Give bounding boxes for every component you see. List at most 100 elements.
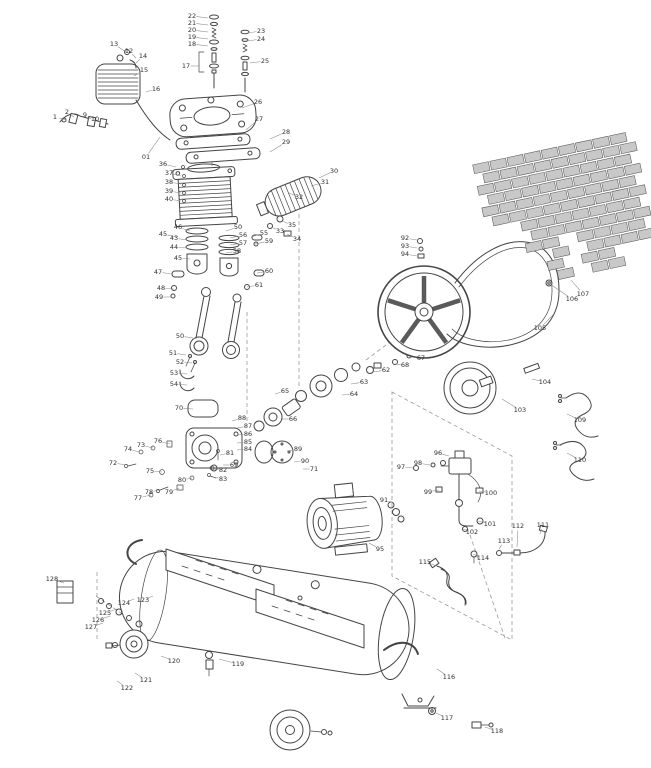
part-number-label: 12	[125, 47, 133, 55]
leader-line	[219, 453, 226, 456]
part-number-label: 51	[169, 349, 177, 357]
leader-line	[442, 453, 450, 457]
guard-grille-brick	[602, 144, 621, 158]
leader-line	[542, 314, 554, 326]
tank-handle-right	[383, 641, 419, 655]
leader-line	[196, 23, 209, 26]
part-number-label: 104	[539, 378, 551, 386]
guard-grille-brick	[560, 198, 579, 212]
guard-grille-brick	[580, 250, 599, 264]
leader-line	[88, 117, 92, 120]
leader-line	[162, 441, 171, 445]
guard-grille-brick	[594, 191, 613, 205]
leader-line	[293, 461, 301, 463]
part-number-label: 97	[397, 463, 405, 471]
guard-grille-brick	[562, 164, 581, 178]
part-number-label: 73	[137, 441, 145, 449]
part-number-label: 19	[188, 33, 196, 41]
piston-assembly-right	[218, 234, 240, 277]
guard-grille-brick	[611, 188, 630, 201]
guard-grille-brick	[499, 166, 518, 180]
leader-line	[218, 658, 234, 664]
guard-grille-brick	[528, 171, 547, 185]
leader-line	[165, 288, 175, 290]
part-number-label: 111	[537, 521, 549, 529]
part-number-label: 112	[512, 522, 524, 530]
guard-grille-brick	[627, 218, 646, 232]
head-bolts	[181, 165, 186, 203]
part-number-label: 99	[424, 488, 432, 496]
leader-line	[372, 370, 382, 373]
guard-grille-brick	[628, 184, 647, 198]
guard-grille-brick	[547, 224, 566, 237]
part-number-label: 49	[155, 293, 163, 301]
aftercooler-assembly	[95, 49, 171, 141]
drain-parts-cluster	[56, 580, 143, 628]
part-number-label: 50	[176, 332, 184, 340]
guard-grille-brick	[498, 200, 517, 214]
connecting-rods	[179, 287, 242, 418]
leader-line	[177, 353, 187, 356]
leader-line	[341, 394, 350, 396]
leader-line	[549, 283, 569, 297]
bottom-wheel-assembly	[269, 709, 333, 751]
leader-line	[173, 191, 182, 194]
part-number-label: 113	[498, 537, 510, 545]
leader-line	[246, 31, 257, 34]
leader-line	[478, 490, 487, 493]
leader-line	[350, 382, 360, 385]
leader-line	[236, 426, 244, 429]
guard-grille-brick	[575, 139, 594, 153]
part-number-label: 69	[230, 461, 238, 469]
guard-grille-brick	[585, 148, 604, 162]
guard-grille-brick	[525, 206, 544, 219]
leader-line	[269, 144, 283, 153]
leader-line	[178, 247, 188, 249]
guard-grille-brick	[613, 153, 632, 167]
guard-grille-brick	[537, 214, 556, 228]
guard-grille-brick	[603, 234, 622, 248]
part-number-label: 63	[360, 378, 368, 386]
guard-grille-brick	[598, 213, 618, 226]
part-number-label: 75	[146, 467, 154, 475]
guard-grille-brick	[567, 186, 586, 199]
leader-line	[225, 251, 233, 254]
leader-line	[148, 136, 161, 154]
part-number-label: 38	[165, 178, 173, 186]
part-number-label: 107	[577, 290, 589, 298]
leader-line	[236, 434, 244, 436]
part-number-label: 85	[244, 438, 252, 446]
flex-hose	[428, 557, 467, 606]
left-wheel-assembly	[105, 629, 149, 659]
guard-grille-brick	[576, 229, 595, 242]
part-number-label: 22	[188, 12, 196, 20]
part-number-label: 40	[165, 195, 173, 203]
guard-grille-brick	[556, 267, 575, 280]
guard-grille-brick	[619, 141, 638, 155]
leader-line	[56, 580, 65, 584]
leader-line	[196, 44, 209, 47]
guard-grille-brick	[489, 157, 508, 171]
leader-line	[249, 61, 261, 64]
leader-line	[184, 336, 194, 339]
leader-line	[59, 117, 67, 121]
leader-line	[225, 228, 234, 232]
part-number-label: 44	[170, 243, 178, 251]
part-number-label: 33	[276, 227, 284, 235]
part-number-label: 128	[46, 575, 58, 583]
part-number-label: 16	[152, 85, 160, 93]
part-number-label: 54	[170, 380, 178, 388]
power-cable-lower	[553, 441, 595, 481]
guard-grille-brick	[546, 258, 565, 271]
leader-line	[570, 279, 581, 291]
leader-line	[196, 37, 209, 40]
leader-line	[160, 655, 170, 660]
part-number-label: 1	[53, 113, 57, 121]
mounting-plate-upper	[165, 548, 275, 607]
leader-line	[178, 373, 188, 375]
part-number-label: 98	[414, 459, 422, 467]
leader-line	[432, 489, 440, 492]
guard-grille-brick	[472, 161, 491, 175]
leader-line	[173, 199, 182, 202]
